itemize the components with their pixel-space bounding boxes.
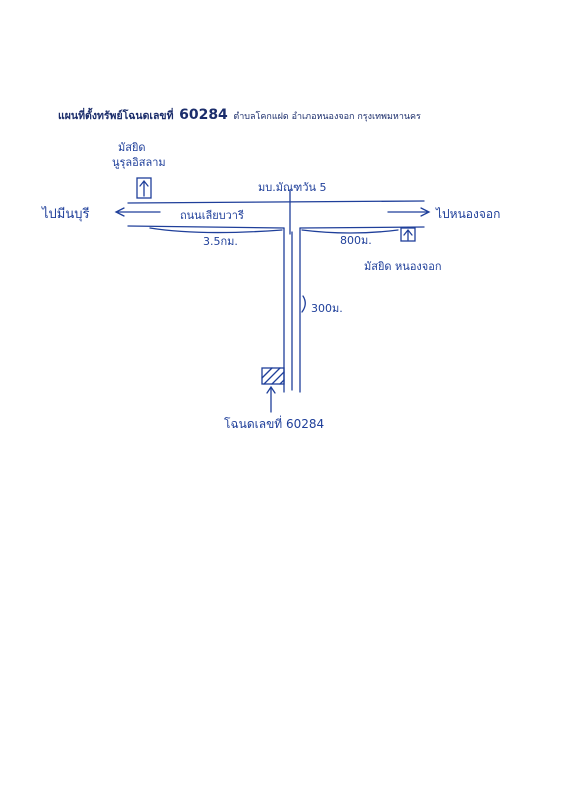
mosque-nongchok-arrow-head xyxy=(403,228,413,236)
main-road-top-edge xyxy=(127,200,425,204)
label-distance-left: 3.5กม. xyxy=(203,235,238,248)
label-deed: โฉนดเลขที่ 60284 xyxy=(224,415,324,431)
mosque-nongchok-box xyxy=(400,227,416,242)
deed-plot-box xyxy=(261,367,285,385)
deed-plot-hatch-1 xyxy=(261,367,273,379)
map-title: แผนที่ตั้งทรัพย์โฉนดเลขที่ 60284 ตำบลโคก… xyxy=(58,104,421,124)
label-village: มบ.มัณฑวัน 5 xyxy=(258,181,327,194)
mosque-nurul-islam-box xyxy=(136,177,152,199)
label-mosque-name-2: นูรุลอิสลาม xyxy=(112,156,166,169)
label-mosque-name-1: มัสยิด xyxy=(118,141,146,154)
deed-plot-hatch-3 xyxy=(271,371,285,385)
deed-plot-hatch-4 xyxy=(279,379,285,385)
deed-pointer-arrow-head xyxy=(266,385,276,394)
mosque-nurul-islam-arrow-head xyxy=(139,179,149,187)
label-to-minburi: ไปมีนบุรี xyxy=(41,206,89,222)
label-distance-right: 800ม. xyxy=(340,234,372,247)
deed-plot-hatch-2 xyxy=(263,367,281,385)
distance-marker-lane xyxy=(301,295,306,313)
label-to-nongchok: ไปหนองจอก xyxy=(435,207,500,221)
title-deed-number: 60284 xyxy=(179,107,228,123)
arrow-to-nongchok-head xyxy=(420,207,431,217)
label-mosque-nongchok: มัสยิด หนองจอก xyxy=(364,260,442,273)
main-road-bottom-edge-right xyxy=(299,226,425,229)
distance-marker-right xyxy=(301,229,399,234)
arrow-to-minburi-head xyxy=(114,207,125,217)
title-prefix: แผนที่ตั้งทรัพย์โฉนดเลขที่ xyxy=(58,110,174,122)
distance-marker-left xyxy=(149,227,283,234)
label-distance-lane: 300ม. xyxy=(311,302,343,315)
label-road-name: ถนนเลียบวารี xyxy=(180,209,244,222)
title-location: ตำบลโคกแฝด อำเภอหนองจอก กรุงเทพมหานคร xyxy=(233,112,421,122)
main-road-bottom-edge-left xyxy=(127,225,285,229)
